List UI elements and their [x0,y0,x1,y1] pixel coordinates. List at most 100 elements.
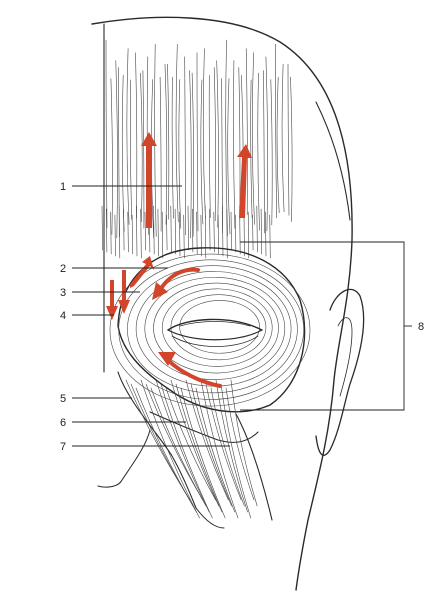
frontalis-fiber [159,76,162,232]
frontalis-fiber [227,78,231,235]
frontalis-fiber [184,56,186,235]
frontalis-fiber [270,79,273,226]
brow-fiber [136,205,138,257]
label-7: 7 [60,441,66,453]
brow-fiber [256,205,258,253]
frontalis-fiber [200,79,204,225]
orbicularis-oculi-muscle [109,247,311,413]
frontalis-fiber [287,63,290,216]
brow-fiber [131,214,133,255]
brow-fiber [114,214,116,257]
brow-fiber [265,211,267,257]
frontalis-fiber [154,44,157,237]
brow-fiber [247,211,250,259]
brow-fiber [183,214,185,259]
brow-fiber [144,211,146,251]
cheek-fiber [175,383,223,513]
cheek-fiber [190,383,232,507]
brow-fiber [166,214,168,251]
arrow-curve-top [158,267,200,292]
brow-fiber [260,208,262,255]
cheek-fiber [165,387,216,501]
frontalis-fiber [130,79,132,220]
frontalis-fiber [265,56,268,232]
frontalis-fiber [252,52,255,225]
frontalis-fiber [263,70,265,234]
brow-fiber [106,208,108,253]
label-3: 3 [60,287,66,299]
brow-fiber [222,205,224,257]
leader-lines [72,185,230,447]
arrow-curve-bottom-head [158,352,176,366]
orbicularis-ring [109,253,311,407]
brow-fiber [204,205,207,259]
brow-fiber [153,205,155,255]
orbicularis-ring [179,300,260,354]
brow-fiber [157,208,159,257]
arrow-up-right [237,144,252,218]
brow-fiber [252,214,254,251]
label-8: 8 [418,321,424,333]
cheek-fiber [160,383,213,519]
frontalis-fiber [110,78,113,235]
frontalis-fiber [202,48,206,220]
label-1: 1 [60,181,66,193]
frontalis-fiber [164,63,168,225]
cheek-fiber [180,387,226,519]
frontalis-fiber [140,72,143,222]
brow-fiber [174,208,176,255]
brow-fiber [269,214,271,259]
brow-fiber [123,208,125,251]
frontalis-fiber [257,72,260,231]
arrow-curve-top-head [152,282,168,300]
frontalis-fiber [167,63,170,220]
frontalis-fiber [275,44,277,219]
orbicularis-ring [144,276,286,380]
arrow-curve-bottom [166,358,222,388]
orbicularis-ring [135,271,292,387]
frontalis-fiber [115,60,118,239]
frontalis-fiber [171,76,174,219]
orbicularis-ring [118,259,304,400]
frontalis-fiber [178,79,182,229]
brow-fiber [192,208,194,253]
brow-fiber [187,205,189,251]
brow-fiber [200,214,202,257]
brow-fiber [118,205,121,259]
brow-fiber [196,211,198,255]
label-4: 4 [60,310,66,322]
frontalis-fiber [135,52,138,219]
frontalis-fiber [175,44,179,223]
cheek-fiber [170,379,220,507]
cheek-fiber [140,379,200,519]
arrow-down-left-1 [106,280,118,320]
brow-fiber [161,211,164,259]
brow-fiber [230,211,232,251]
brow-fiber [127,211,129,253]
labels: 1 2 3 4 5 6 7 8 [60,181,424,453]
brow-fiber [170,205,172,253]
frontalis-fiber [238,67,241,222]
orbicularis-ring [127,265,298,394]
frontalis-fiber [191,72,194,237]
cheek-fiber [200,379,239,519]
frontalis-fiber [216,60,219,228]
arrow-diag-left [130,256,154,288]
cheek-fiber [195,387,236,513]
brow-fiber [217,214,219,255]
frontalis-fiber [208,75,211,218]
cheek-fiber [150,387,207,507]
head-outline [91,16,353,591]
orbicularis-ring [161,288,273,367]
bracket-8 [240,241,412,411]
cheek-fiber [205,383,242,501]
brow-fiber [209,208,211,251]
frontalis-fiber [276,76,280,213]
label-2: 2 [60,263,66,275]
eye [167,318,263,347]
frontalis-fiber [126,48,130,225]
frontalis-fiber [196,52,199,232]
brow-fiber [179,211,181,257]
cheek-fiber [220,383,252,519]
frontalis-fiber [189,70,192,239]
